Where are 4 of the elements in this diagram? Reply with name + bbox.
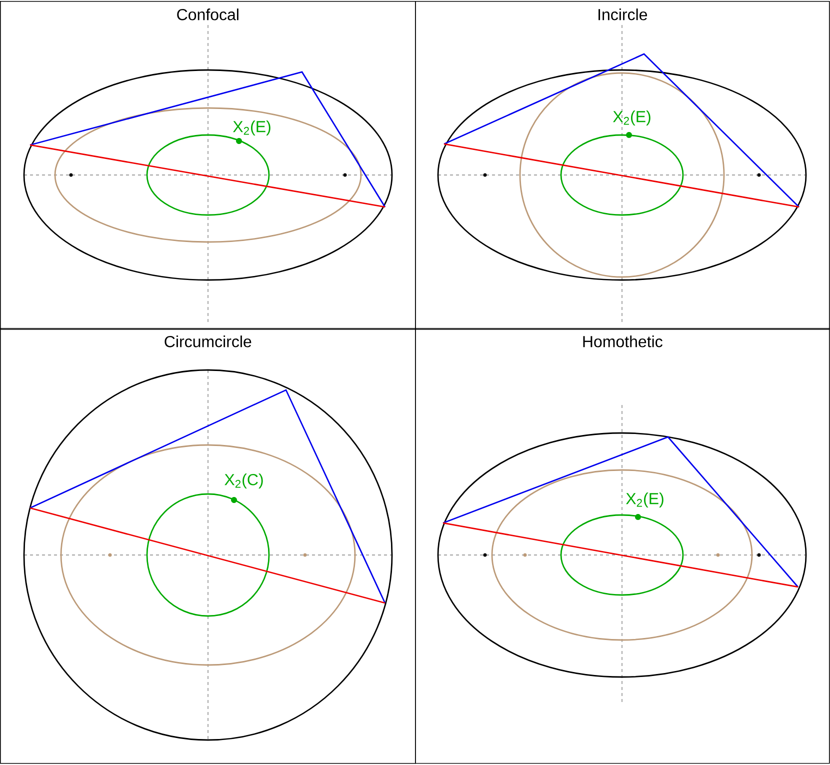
point-label: X$_{2}$(E) bbox=[626, 492, 664, 508]
point-label: X$_{2}$(E) bbox=[613, 110, 650, 126]
point-label: X$_{2}$(E) bbox=[233, 120, 270, 136]
point-label: X$_{2}$(C) bbox=[224, 474, 263, 488]
